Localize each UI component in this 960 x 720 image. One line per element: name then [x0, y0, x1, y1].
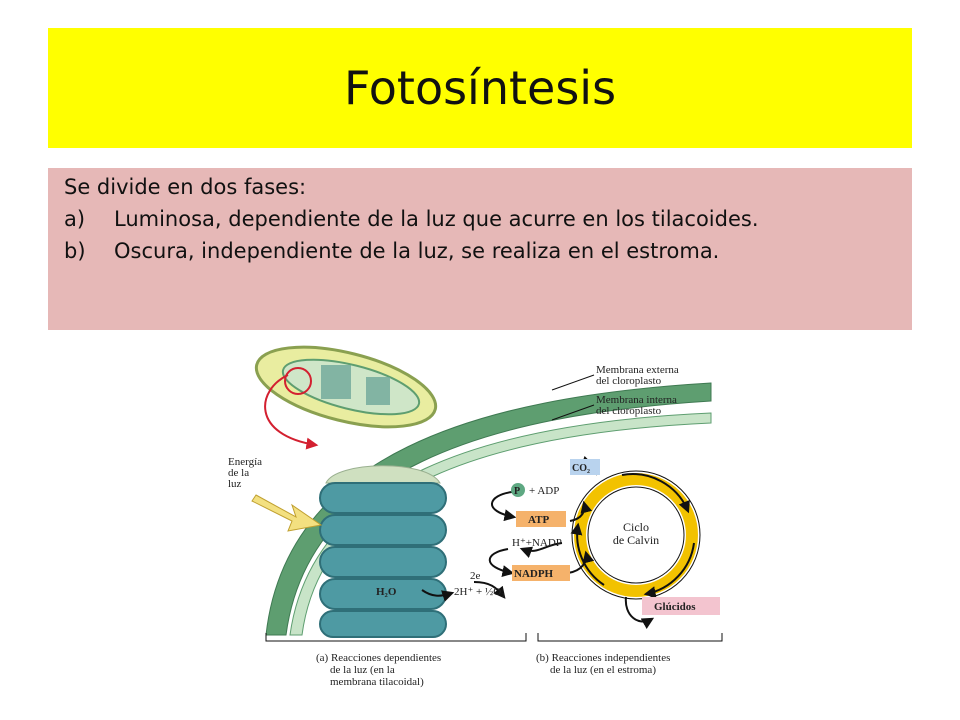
p-circle — [511, 483, 525, 497]
list-text: Luminosa, dependiente de la luz que acur… — [114, 207, 759, 231]
label-nadp: H⁺+NADP — [512, 537, 562, 549]
title-banner: Fotosíntesis — [48, 28, 912, 148]
co2-box — [570, 459, 600, 475]
label-co2: CO₂ — [572, 463, 590, 474]
label-products: 2H⁺ + ½O₂ — [454, 586, 505, 598]
list-marker: a) — [64, 207, 86, 231]
list-text: Oscura, independiente de la luz, se real… — [114, 239, 720, 263]
label-atp: ATP — [528, 514, 549, 526]
list-item: b) Oscura, independiente de la luz, se r… — [64, 238, 896, 264]
label-adp: + ADP — [529, 485, 559, 497]
calvin-cycle — [570, 470, 701, 600]
label-glucidos: Glúcidos — [654, 601, 696, 613]
chloroplast-overview — [254, 345, 438, 450]
list-item: a) Luminosa, dependiente de la luz que a… — [64, 206, 896, 232]
glucidos-box — [642, 597, 720, 615]
atp-box — [516, 511, 566, 527]
phase-list: a) Luminosa, dependiente de la luz que a… — [64, 206, 896, 264]
content-box: Se divide en dos fases: a) Luminosa, dep… — [48, 168, 912, 330]
light-arrow — [251, 494, 323, 532]
intro-text: Se divide en dos fases: — [64, 175, 307, 199]
label-nadph: NADPH — [514, 568, 554, 580]
grana-stack — [319, 465, 447, 638]
list-marker: b) — [64, 239, 86, 263]
label-electrons: 2e — [470, 570, 481, 582]
label-h2o: H₂O — [376, 586, 397, 598]
slide-title: Fotosíntesis — [343, 61, 617, 115]
nadph-box — [512, 565, 570, 581]
label-p: P — [514, 486, 520, 497]
